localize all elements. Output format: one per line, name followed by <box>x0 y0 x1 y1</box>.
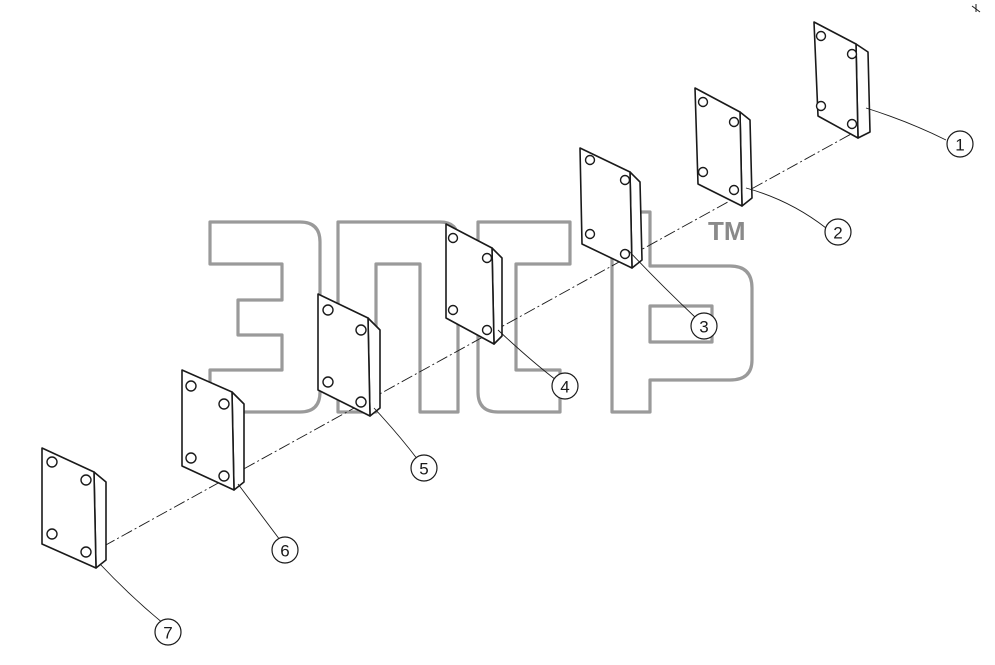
plate-part-3 <box>579 147 643 269</box>
part-label-1: 1 <box>955 136 964 155</box>
plate-part-5 <box>317 293 381 417</box>
plate-part-1 <box>813 21 871 139</box>
plate-part-7 <box>41 447 107 569</box>
part-label-6: 6 <box>280 542 289 561</box>
part-balloon-4: 4 <box>551 372 579 400</box>
part-label-5: 5 <box>419 460 428 479</box>
part-balloon-1: 1 <box>946 130 974 158</box>
plate-part-2 <box>694 87 753 207</box>
part-label-7: 7 <box>163 624 172 643</box>
watermark-trademark: TM <box>708 216 746 246</box>
part-label-3: 3 <box>699 318 708 337</box>
plate-part-4 <box>445 223 503 345</box>
part-label-2: 2 <box>833 224 842 243</box>
leader-line-2 <box>745 187 827 229</box>
part-balloon-6: 6 <box>271 536 299 564</box>
leader-line-4 <box>497 329 557 381</box>
leader-line-1 <box>865 107 947 141</box>
leader-line-3 <box>627 249 697 319</box>
part-balloon-2: 2 <box>824 218 852 246</box>
leader-line-6 <box>237 483 281 541</box>
part-balloon-5: 5 <box>410 454 438 482</box>
part-balloon-7: 7 <box>154 618 182 646</box>
part-label-4: 4 <box>560 378 569 397</box>
plate-part-6 <box>181 369 245 491</box>
leader-line-5 <box>373 407 419 461</box>
leader-line-7 <box>99 563 165 625</box>
part-balloon-3: 3 <box>690 312 718 340</box>
corner-mark <box>971 4 981 13</box>
watermark-logo: TM <box>208 210 754 414</box>
